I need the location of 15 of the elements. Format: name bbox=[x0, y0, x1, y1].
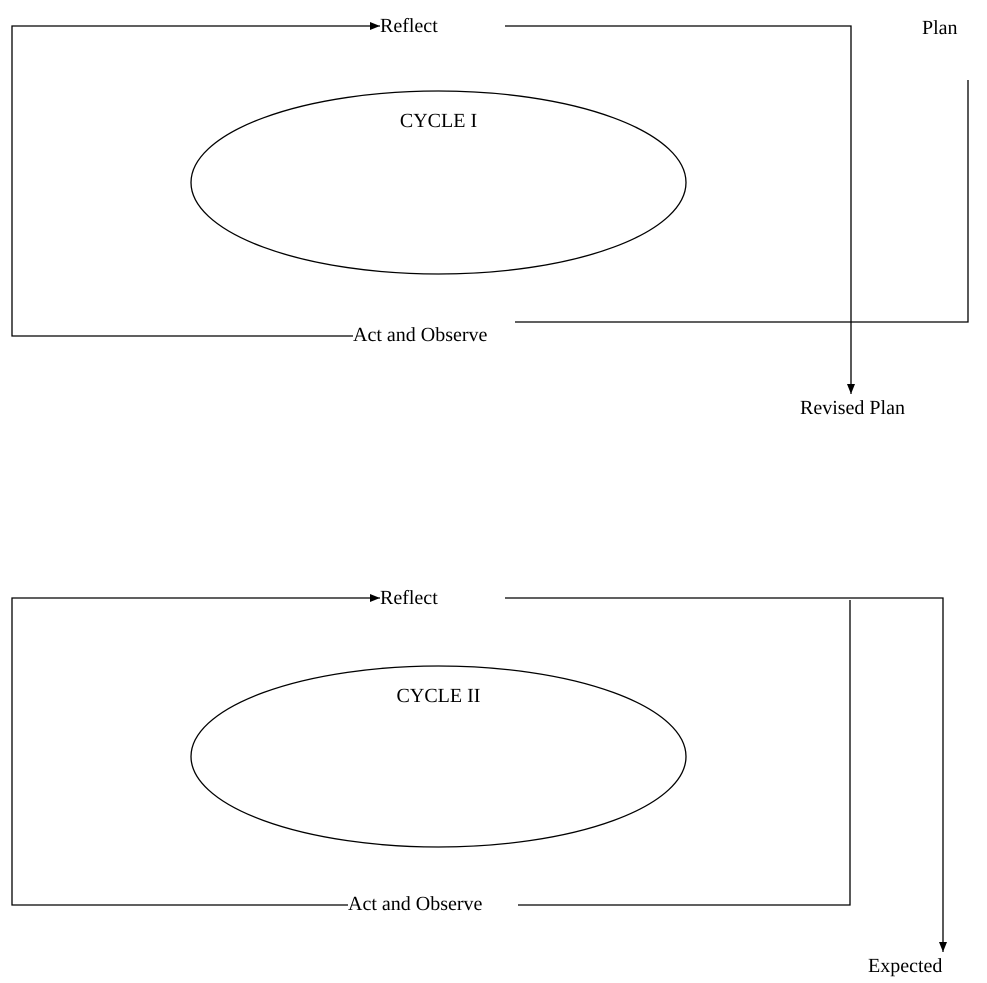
cycle-label: CYCLE I bbox=[400, 109, 478, 134]
stage-label: Reflect bbox=[380, 586, 438, 611]
connector-line bbox=[515, 80, 969, 323]
arrow bbox=[505, 25, 855, 394]
cycle-label: CYCLE II bbox=[396, 684, 480, 709]
arrow bbox=[11, 22, 380, 337]
connector-line bbox=[518, 600, 851, 906]
stage-label: Act and Observe bbox=[353, 323, 488, 348]
stage-label: Act and Observe bbox=[348, 892, 482, 917]
stage-label: Reflect bbox=[380, 14, 438, 39]
stage-label: Plan bbox=[922, 16, 958, 41]
stage-label: Revised Plan bbox=[800, 396, 905, 421]
stage-label: Expected bbox=[868, 954, 942, 979]
arrow bbox=[11, 594, 380, 906]
arrow bbox=[505, 597, 947, 952]
